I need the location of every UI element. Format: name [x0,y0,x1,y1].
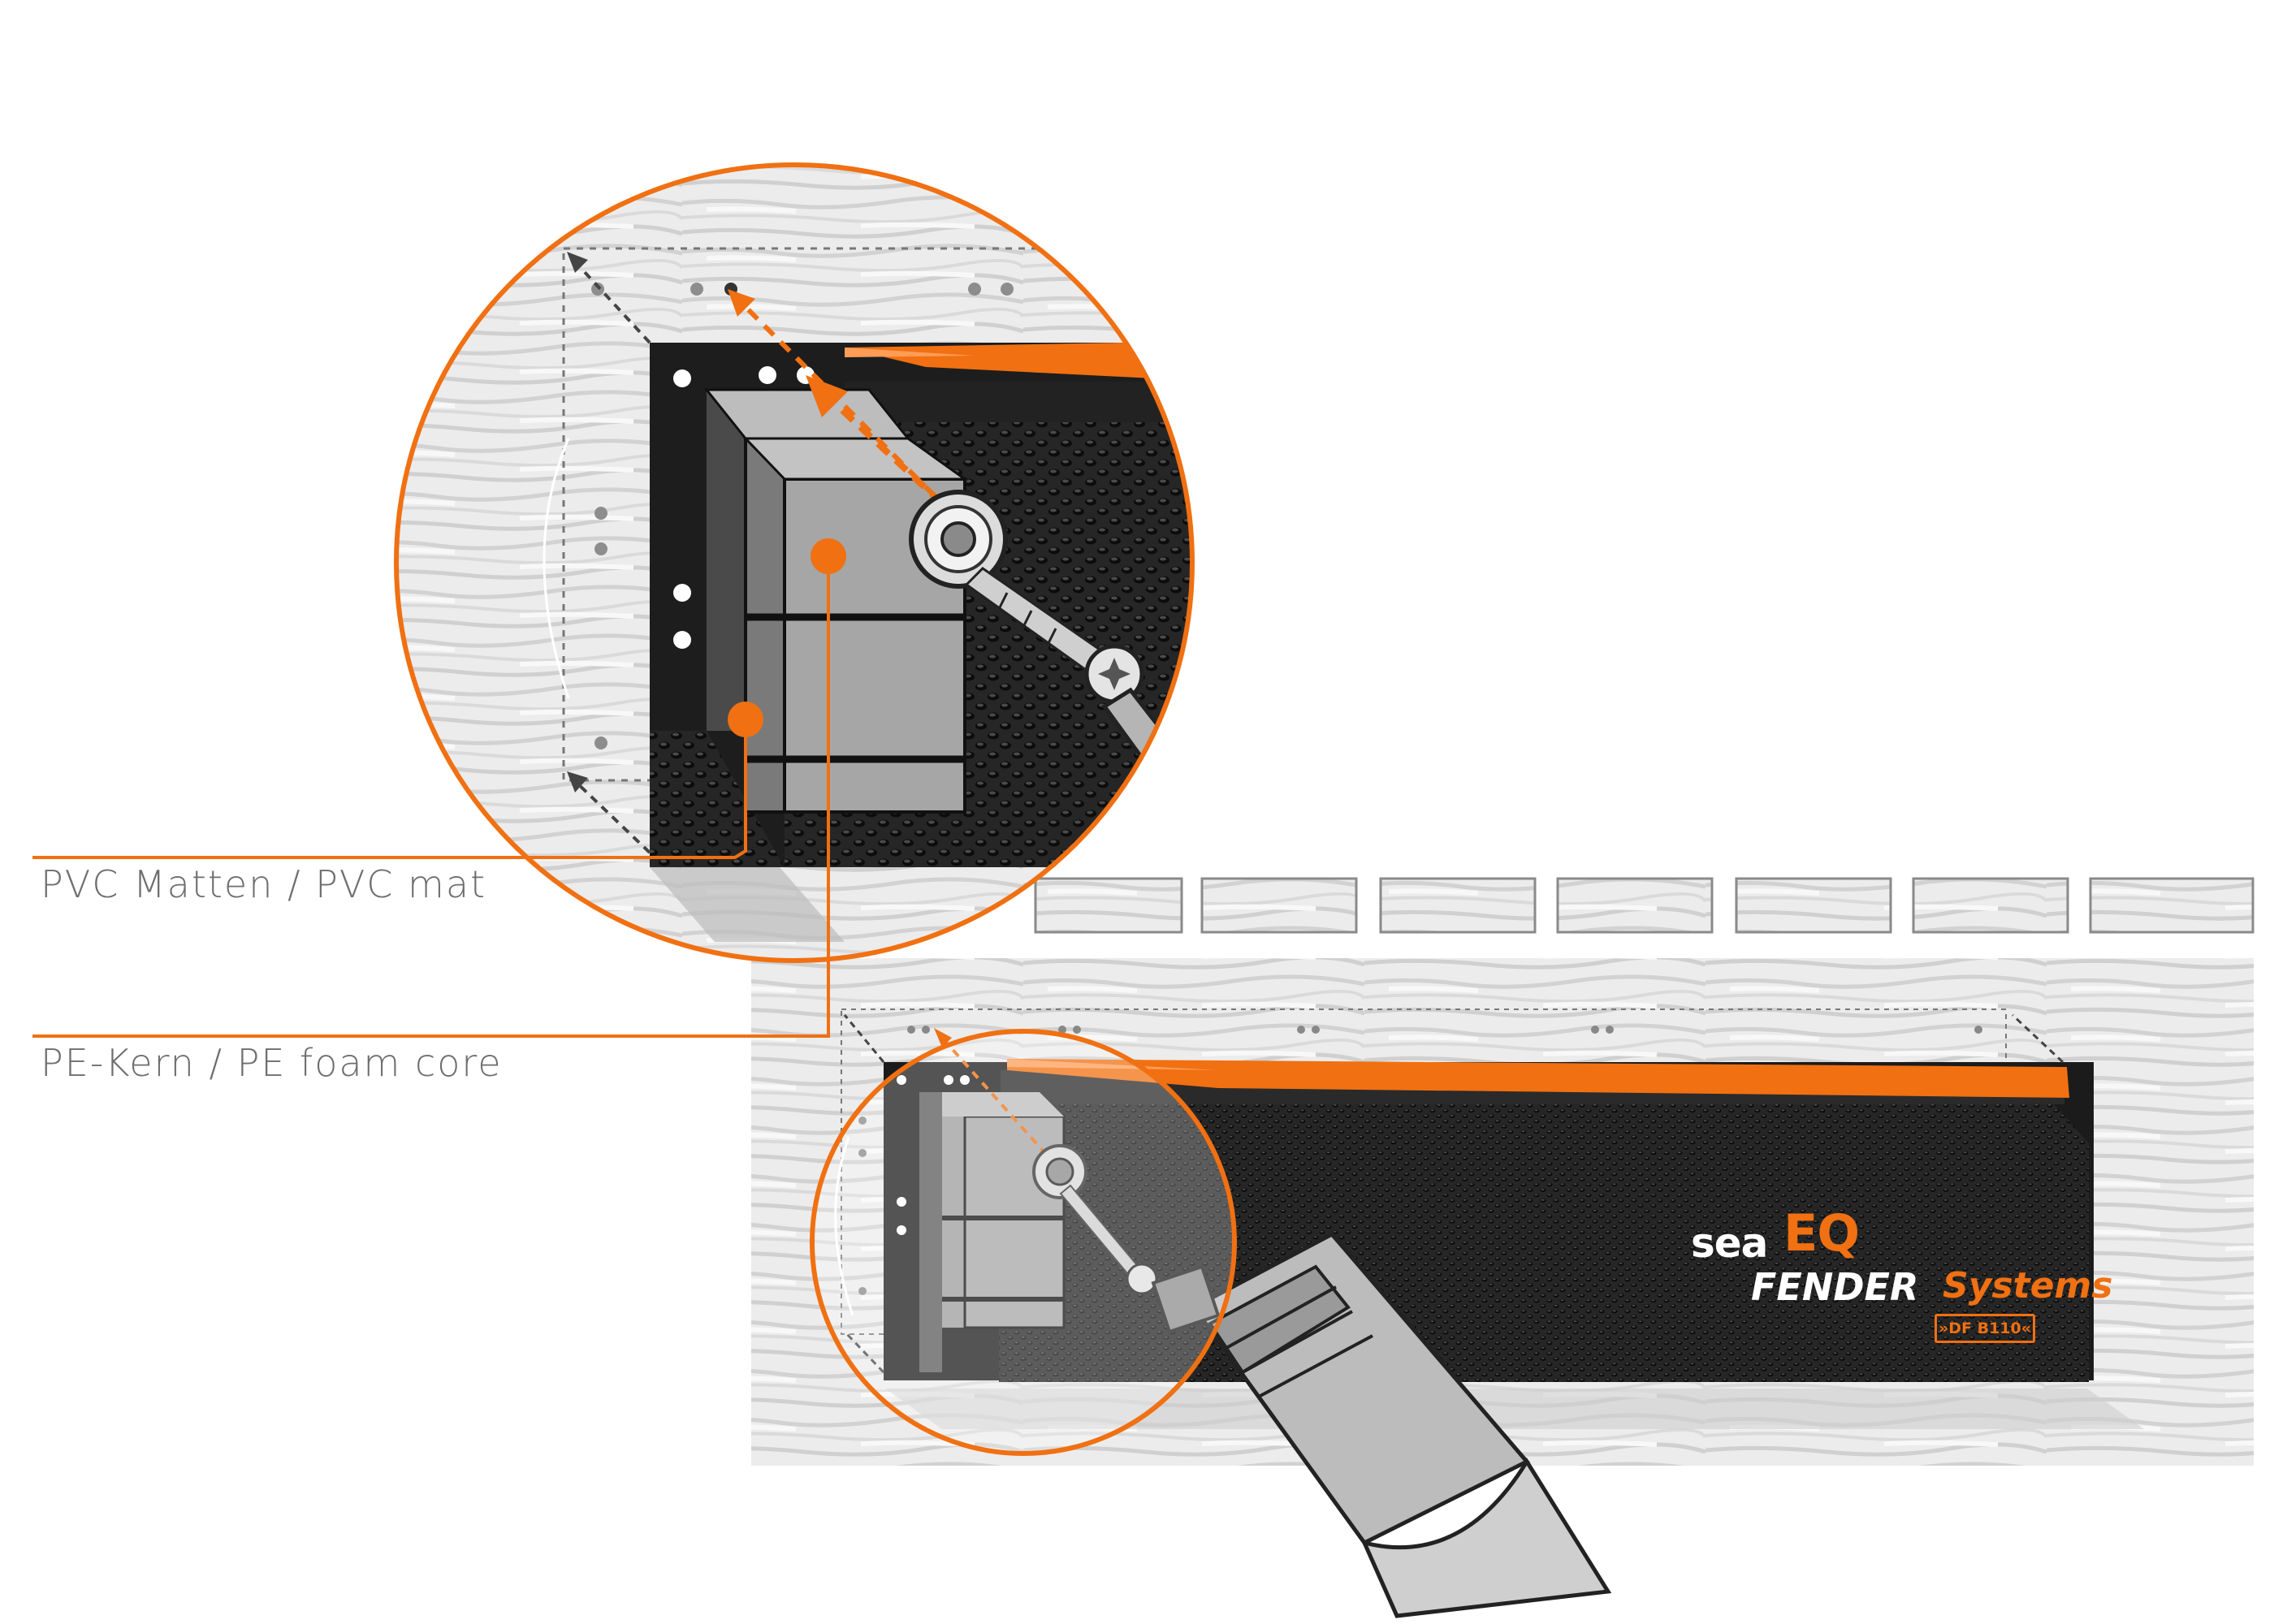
callout-lines [32,556,830,1038]
logo-model-badge: »DF B110« [1935,1314,2035,1343]
detail-magnifier-small [810,1029,1237,1456]
orange-strip-highlight [1007,1059,1218,1070]
callout-line-pe [32,556,830,1038]
logo-eq: EQ [1783,1203,1860,1263]
logo-fender: FENDER [1751,1265,1919,1309]
screw-small [1032,1144,1158,1295]
logo-sea: sea [1691,1220,1768,1267]
plate-holes [897,1075,970,1235]
fender-shadow [885,1389,2144,1429]
mounting-holes [858,1026,1982,1295]
pe-core-label: PE-Kern / PE foam core [41,1041,503,1085]
plank-row [1034,877,2255,934]
rotate-arrow-small [834,1136,854,1316]
quay-wall-scene [751,877,2255,1618]
logo-systems: Systems [1943,1265,2113,1307]
detail-magnifier-large [394,162,1195,963]
pvc-mat-label: PVC Matten / PVC mat [41,862,487,906]
foam-core-block-small [919,1092,1066,1372]
detail-magnifier-large-ring [394,162,1195,963]
orange-top-strip [1007,1059,2069,1098]
callout-line-pvc [32,719,747,859]
drill-icon [1151,1231,1612,1618]
